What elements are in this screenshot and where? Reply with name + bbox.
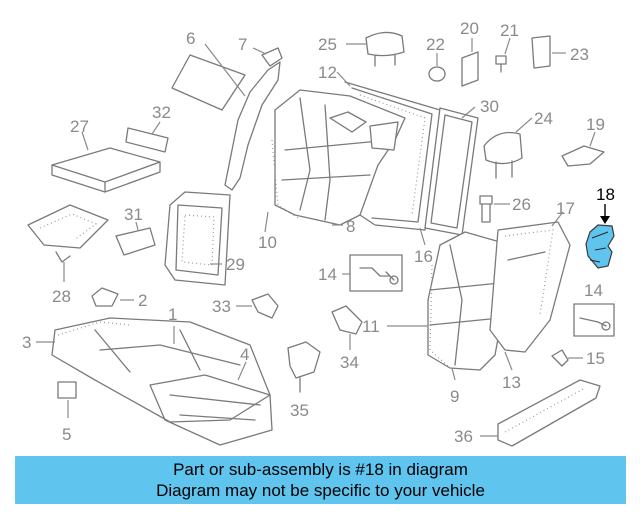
callout-12: 12 [318, 63, 337, 82]
part-35-bracket [287, 341, 321, 393]
callout-24: 24 [534, 109, 553, 128]
callout-13: 13 [502, 373, 521, 392]
part-23-latch [531, 35, 551, 69]
callout-16: 16 [414, 247, 433, 266]
callout-3: 3 [22, 333, 31, 352]
part-17-frame-right [489, 221, 571, 353]
callout-5: 5 [62, 425, 71, 444]
callout-2: 2 [138, 291, 147, 310]
callout-14b: 14 [584, 281, 603, 300]
callout-33: 33 [212, 297, 231, 316]
part-21-bolt [495, 55, 507, 73]
part-4-frame [149, 374, 273, 446]
part-31-cover [115, 227, 156, 256]
part-30-panel [424, 107, 479, 236]
callout-15: 15 [586, 349, 605, 368]
callout-14a: 14 [318, 265, 337, 284]
part-29-insert [164, 191, 231, 286]
callout-23: 23 [570, 45, 589, 64]
part-8-seatback-left [271, 89, 406, 226]
part-32-strip [125, 127, 169, 153]
callout-34: 34 [340, 353, 359, 372]
part-19-clip [561, 145, 605, 167]
callout-35: 35 [290, 401, 309, 420]
part-14-kit-a [349, 254, 403, 292]
part-1-seat-cushion [51, 317, 271, 423]
callout-29: 29 [226, 255, 245, 274]
callout-21: 21 [500, 21, 519, 40]
callout-11: 11 [362, 317, 380, 336]
callout-28: 28 [52, 287, 71, 306]
parts-diagram: 1 2 3 4 5 6 7 8 9 10 11 12 13 14 14 15 1… [22, 19, 615, 447]
callout-7: 7 [238, 35, 247, 54]
info-banner: Part or sub-assembly is #18 in diagram D… [15, 456, 626, 504]
part-33-bracket [251, 293, 279, 319]
callout-4: 4 [240, 345, 249, 364]
part-5-block [57, 381, 77, 399]
part-22-cap [428, 66, 446, 82]
callout-19: 19 [586, 115, 605, 134]
banner-line-2: Diagram may not be specific to your vehi… [156, 481, 485, 500]
callout-numbers: 1 2 3 4 5 6 7 8 9 10 11 12 13 14 14 15 1… [22, 19, 615, 446]
part-20-bracket [461, 51, 479, 87]
callout-30: 30 [480, 97, 499, 116]
callout-17: 17 [556, 199, 575, 218]
part-28-tray [27, 204, 109, 263]
part-6-side-panel [171, 47, 283, 191]
part-2-clip [91, 287, 119, 307]
part-15-clip [551, 349, 569, 367]
callout-26: 26 [512, 195, 531, 214]
callout-31: 31 [124, 205, 143, 224]
callout-36: 36 [454, 427, 473, 446]
callout-8: 8 [346, 217, 355, 236]
callout-32: 32 [152, 103, 171, 122]
callout-10: 10 [258, 233, 277, 252]
part-34-bracket [331, 305, 363, 335]
part-27-pad [51, 147, 161, 193]
callout-25: 25 [318, 35, 337, 54]
callout-6: 6 [186, 29, 195, 48]
callout-20: 20 [460, 19, 479, 38]
part-14-kit-b [573, 303, 615, 337]
part-18-highlighted [585, 224, 615, 269]
part-26-pin [479, 195, 493, 223]
banner-line-1: Part or sub-assembly is #18 in diagram [173, 460, 468, 479]
part-12-frame [344, 81, 441, 231]
callout-1: 1 [168, 305, 177, 324]
part-24-headrest [483, 131, 523, 179]
callout-27: 27 [70, 117, 89, 136]
part-36-trim [497, 379, 601, 447]
part-25-headrest [365, 31, 405, 67]
callout-22: 22 [426, 35, 445, 54]
callout-18: 18 [596, 185, 615, 204]
callout-9: 9 [450, 387, 459, 406]
